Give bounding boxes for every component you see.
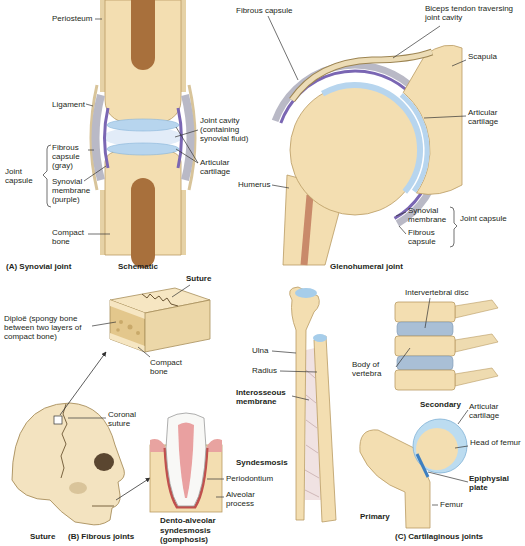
part-label: Ligament [52,100,85,109]
radial-head [313,334,327,342]
compact-layer [110,300,145,319]
zoom-arrow [116,478,150,500]
synovial-membrane [178,108,182,168]
articular-cartilage [107,119,179,131]
part-label: Articular cartilage [469,402,521,420]
intervertebral-disc [397,322,453,336]
part-label: Joint capsule [460,214,507,223]
vertebral-body [395,336,455,356]
part-label: Scapula [468,52,497,61]
radius [314,336,336,522]
panel-title: (C) Cartilaginous joints [395,532,483,541]
suture-line [142,294,178,306]
compact-layer [110,333,145,352]
part-label: Compact bone [150,358,195,376]
scapula [403,45,462,194]
part-label: Body of vertebra [352,360,396,378]
part-label: Synovial membrane [408,206,452,224]
zoom-arrow [60,352,106,415]
tooth [166,413,206,506]
part-label: Alveolar process [226,490,271,508]
part-label: Fibrous capsule [408,228,452,246]
biceps-tendon [292,52,432,100]
marrow-cavity [131,178,155,268]
part-label: Fibrous capsule [236,6,292,15]
panel-title: Secondary [420,400,461,409]
coronal-suture-line [61,404,67,478]
part-label: Fibrous capsule (gray) [52,143,90,171]
part-label: Coronal suture [108,410,150,428]
diploe [110,300,145,352]
skull [12,352,150,525]
fibrous-capsule [185,95,191,180]
panel-title: Glenohumeral joint [330,262,403,271]
marrow-cavity [304,195,310,265]
part-label: Joint capsule [5,167,41,185]
articular-cap [295,288,317,298]
panel-title: Interosseous membrane [236,388,292,406]
vertebral-process [455,368,498,386]
suture-slab [110,288,210,352]
vertebral-body [395,370,455,390]
glenohumeral-illustration [275,45,462,265]
vertebral-process [455,300,498,318]
part-label: Ulna [252,346,268,355]
part-label: Synovial membrane (purple) [52,177,92,205]
humeral-head [290,85,420,215]
vertebral-column [395,300,498,390]
orbit [94,453,114,471]
part-label: Articular cartilage [468,108,520,126]
forearm-illustration [290,287,336,522]
zoom-square [54,416,62,424]
panel-title: Epiphysial plate [469,474,521,492]
spongy-texture [136,331,140,335]
cheek [69,482,87,494]
biceps-tendon [292,52,432,100]
intervertebral-disc [397,356,453,370]
panel-title: (A) Synovial joint [6,262,71,271]
panel-title: Dento-alveolar syndesmosis (gomphosis) [160,516,255,544]
spongy-texture [116,328,120,332]
spongy-texture [119,320,123,324]
skull-outline [12,403,124,525]
part-label: Femur [440,500,463,509]
articular-cartilage [107,143,179,155]
panel-title: Syndesmosis [236,458,288,467]
part-label: Compact bone [52,228,92,246]
tooth-illustration [150,413,222,512]
panel-title: Schematic [118,262,158,271]
spongy-texture [128,325,133,330]
glenoid-cartilage [401,95,427,192]
fibrous-capsule [96,95,102,180]
epiphysial-plate [417,454,428,477]
marrow-cavity [131,0,155,70]
panel-title: Suture [30,532,55,541]
vertebral-process [455,334,498,352]
part-label: Radius [252,366,277,375]
panel-title: Suture [186,274,211,283]
part-label: Head of femur [470,438,521,447]
part-label: Intervertebral disc [405,288,469,297]
teeth-line [92,506,114,507]
vertebral-body [395,302,455,322]
part-label: Periosteum [52,14,92,23]
part-label: Humerus [238,180,270,189]
femur-illustration [360,419,467,528]
synovial-schematic [91,0,195,268]
leader-lines [43,16,468,505]
synovial-membrane [105,108,109,168]
part-label: Biceps tendon traversing joint cavity [425,4,520,22]
slab-side [145,300,210,352]
panel-title: (B) Fibrous joints [68,532,134,541]
part-label: Articular cartilage [200,158,250,176]
part-label: Diploë (spongy bone between two layers o… [4,314,94,342]
ulna [290,287,320,520]
panel-title: Primary [360,512,390,521]
pulp [178,423,194,499]
part-label: Joint cavity (containing synovial fluid) [200,116,262,144]
part-label: Periodontium [226,474,273,483]
